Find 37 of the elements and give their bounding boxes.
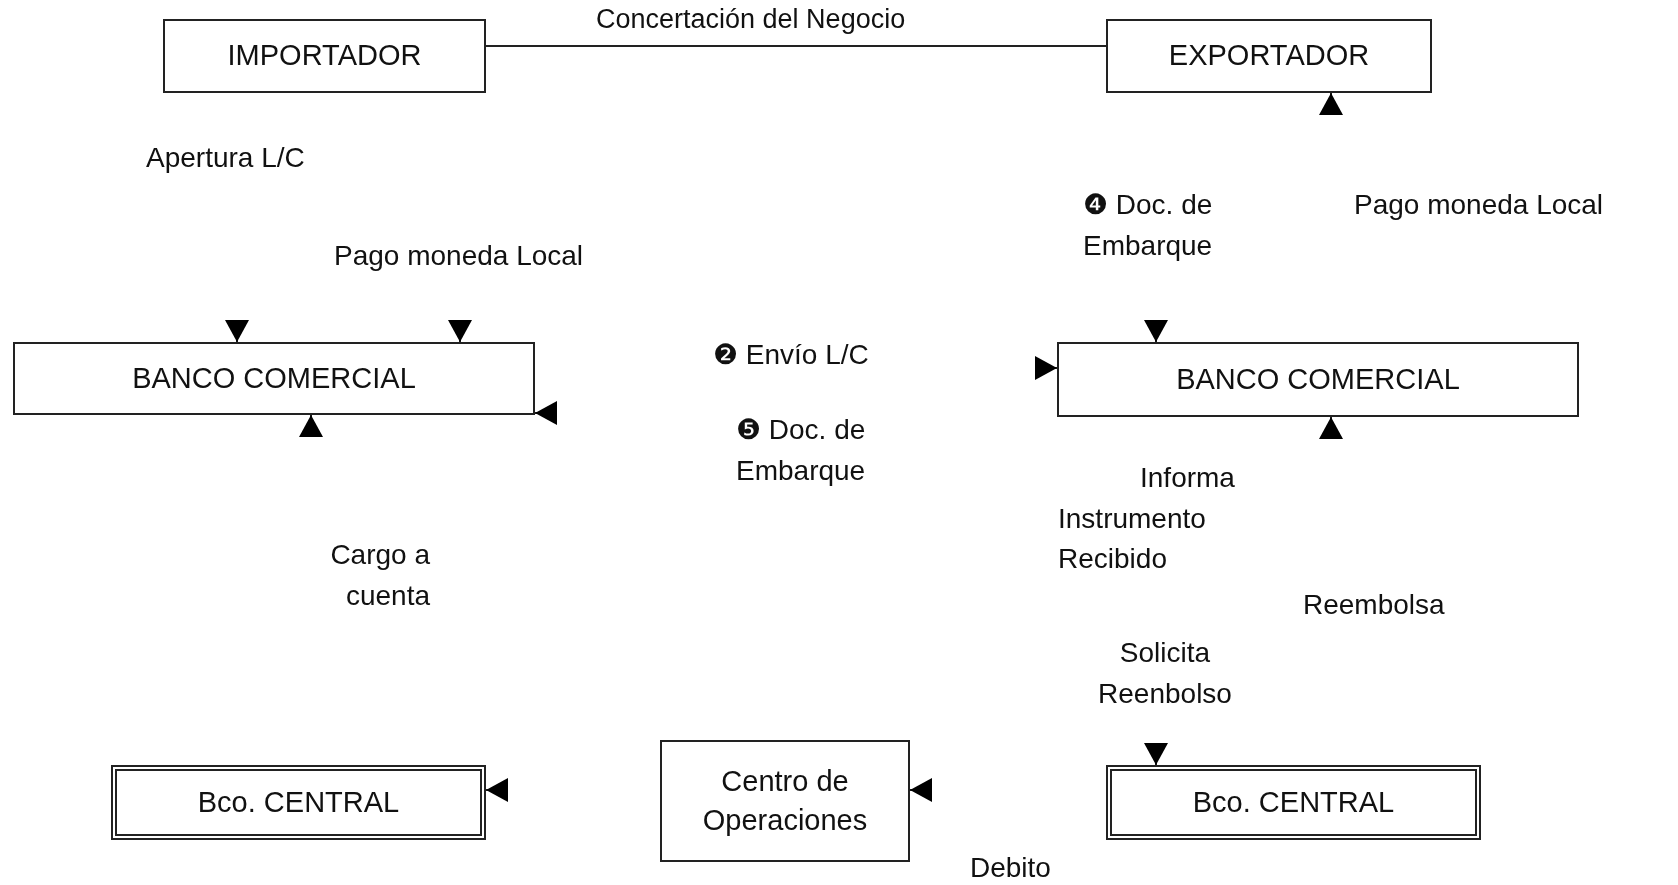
annotation-text: Pago moneda Local	[1354, 188, 1605, 222]
arrowhead	[1319, 92, 1343, 116]
process-box	[1106, 19, 1432, 93]
process-box	[163, 19, 486, 93]
annotation-text: Debito	[970, 851, 1052, 885]
annotation-text: ❷ Envío L/C	[713, 338, 870, 372]
node-label: IMPORTADOR	[227, 38, 422, 74]
node-label: Centro de Operaciones	[701, 763, 869, 838]
arrowhead	[1144, 319, 1168, 343]
double-bordered-box	[1106, 765, 1481, 840]
annotation-text: ❺ Doc. de Embarque	[736, 413, 867, 488]
process-box	[13, 342, 535, 415]
arrowhead	[909, 778, 933, 802]
arrowhead	[1144, 742, 1168, 766]
process-box	[660, 740, 910, 862]
arrowhead	[1319, 416, 1343, 440]
arrowhead	[225, 319, 249, 343]
annotation-text: Cargo a cuenta	[329, 538, 430, 613]
connector-line	[485, 45, 1107, 47]
annotation-text: Apertura L/C	[146, 141, 306, 175]
arrowhead	[448, 319, 472, 343]
arrowhead	[485, 778, 509, 802]
node-label: Bco. CENTRAL	[197, 784, 400, 820]
arrowhead	[1034, 356, 1058, 380]
arrowhead	[299, 414, 323, 438]
node-label: Bco. CENTRAL	[1192, 784, 1395, 820]
annotation-text: Pago moneda Local	[334, 239, 585, 273]
node-label: BANCO COMERCIAL	[1176, 361, 1460, 397]
annotation-text: Solicita Reenbolso	[1097, 636, 1233, 711]
double-bordered-box	[111, 765, 486, 840]
annotation-text: Reembolsa	[1303, 588, 1446, 622]
arrowhead	[534, 401, 558, 425]
node-label: BANCO COMERCIAL	[132, 360, 416, 396]
process-box	[1057, 342, 1579, 417]
annotation-text: ❹ Doc. de Embarque	[1083, 188, 1214, 263]
node-label: EXPORTADOR	[1168, 38, 1370, 74]
annotation-text: Informa Instrumento Recibido	[1058, 461, 1236, 577]
